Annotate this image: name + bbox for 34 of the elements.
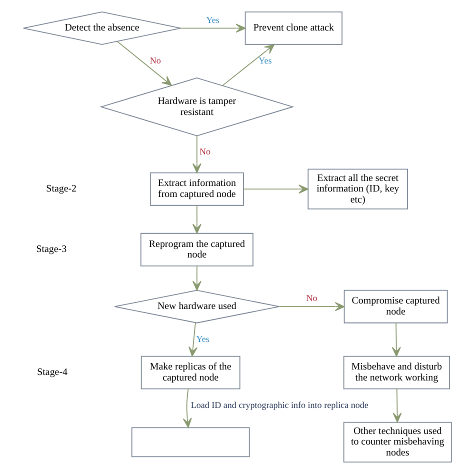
edge-label: No [149,55,160,66]
node-diamond: Hardware is tamper resistant [99,77,294,136]
arrow [182,388,192,428]
edge-label: Load ID and cryptographic info into replica node [190,400,368,410]
node-diamond: New hardware used [114,290,280,324]
node-box [130,427,250,458]
node-box: Reprogram the captured node [140,232,253,266]
arrow [391,322,400,357]
arrow [392,388,402,423]
arrow [278,302,344,312]
label: Stage-2 [46,184,76,195]
node-box: Misbehave and disturb the network working [342,356,450,390]
label: Stage-4 [36,367,67,378]
edge-label: Yes [258,55,272,66]
arrow [192,266,201,291]
arrow [188,322,198,357]
node-diamond: Detect the absence [22,11,181,45]
arrow [192,135,201,174]
edge-label: Yes [206,14,219,25]
arrow [192,204,201,234]
arrow [180,24,246,33]
node-box: Make replicas of the captured node [140,356,240,390]
node-box: Extract information from captured node [149,172,244,206]
node-box: Other techniques used to counter misbehaving nodes [342,422,452,463]
edge-label: Yes [196,334,209,344]
node-box: Prevent clone attack [244,11,342,45]
node-box: Compromise captured node [343,290,448,324]
node-box: Extract all the secret information (ID, key etc) [307,168,408,210]
label: Stage-3 [36,244,66,256]
arrow [116,41,172,86]
arrow [242,184,308,194]
edge-label: No [306,293,317,304]
arrow [222,44,274,86]
edge-label: No [199,146,210,157]
